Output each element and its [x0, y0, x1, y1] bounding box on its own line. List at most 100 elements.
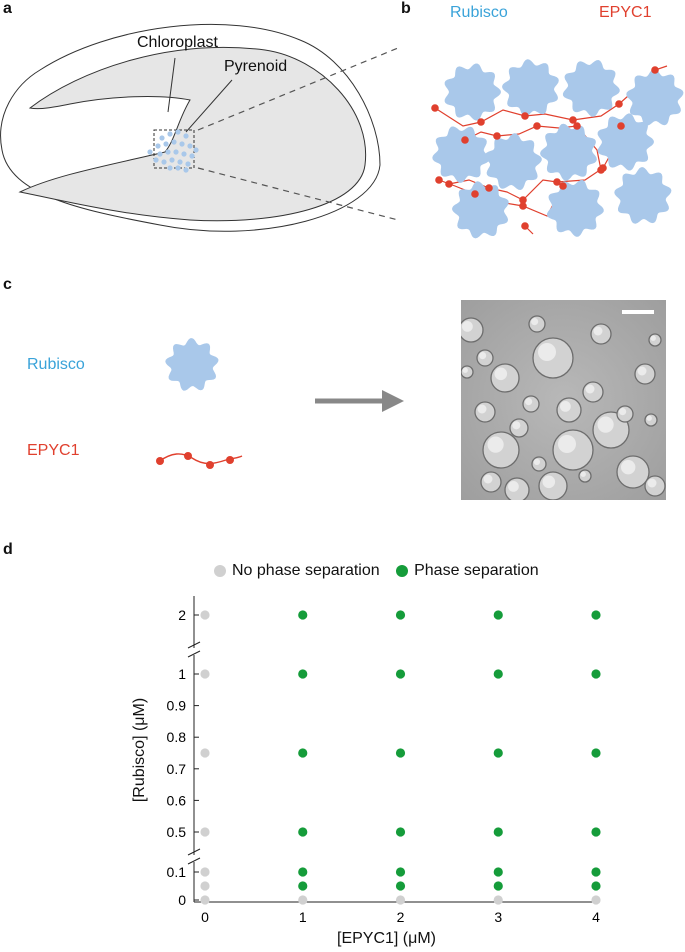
droplet-highlight [512, 421, 521, 430]
epyc1-bead [519, 196, 527, 204]
point-phase [493, 881, 503, 891]
droplet-highlight [462, 321, 473, 332]
droplet-highlight [542, 475, 556, 489]
y-tick-label: 2 [178, 607, 186, 623]
point-phase [591, 881, 601, 891]
point-no-phase [200, 867, 210, 877]
rubisco-label-c: Rubisco [27, 356, 85, 373]
y-tick-label: 0.9 [167, 698, 187, 714]
droplet-highlight [531, 318, 539, 326]
y-tick-label: 0.7 [167, 761, 187, 777]
zoom-line-bottom [197, 167, 399, 221]
point-phase [298, 881, 308, 891]
point-phase [298, 827, 308, 837]
droplet-highlight [585, 384, 595, 394]
point-phase [395, 610, 406, 620]
pyrenoid-dot [193, 147, 199, 153]
point-no-phase [200, 895, 210, 905]
epyc1-bead [615, 100, 623, 108]
droplet-highlight [558, 435, 576, 453]
rubisco-complexes [432, 59, 684, 239]
point-no-phase [200, 669, 210, 679]
epyc1-bead [533, 122, 541, 130]
pyrenoid-dot [183, 167, 189, 173]
droplet-highlight [637, 366, 647, 376]
epyc1-bead [485, 184, 493, 192]
pyrenoid-dot [175, 129, 181, 135]
legend: No phase separation Phase separation [214, 562, 539, 580]
rubisco-complex [444, 63, 501, 121]
droplet-highlight [462, 367, 468, 373]
point-phase [298, 867, 308, 877]
epyc1-bead [519, 202, 527, 210]
epyc1-bead [573, 122, 581, 130]
pyrenoid-dot [181, 151, 187, 157]
point-phase [298, 669, 308, 679]
droplet-highlight [494, 367, 508, 381]
droplet-highlight [647, 478, 657, 488]
point-phase [591, 669, 601, 679]
rubisco-epyc1-network [431, 59, 684, 239]
point-no-phase [298, 895, 308, 905]
droplet-highlight [487, 436, 504, 453]
rubisco-complex [540, 123, 597, 181]
point-no-phase [591, 895, 601, 905]
point-phase [493, 867, 503, 877]
epyc1-beads [431, 66, 659, 230]
pyrenoid-dot [187, 143, 193, 149]
pyrenoid-dot [163, 141, 169, 147]
pyrenoid-dot [185, 161, 191, 167]
epyc1-bead [559, 182, 567, 190]
pyrenoid-dot [161, 159, 167, 165]
epyc1-bead [461, 136, 469, 144]
rubisco-complex [432, 126, 490, 183]
epyc1-bead [431, 104, 439, 112]
pyrenoid-dot [167, 165, 173, 171]
axis-break-mark [187, 650, 201, 658]
point-phase [591, 610, 601, 620]
rubisco-label-b: Rubisco [450, 4, 508, 21]
rubisco-complex [614, 167, 672, 224]
panel-label-c: c [3, 276, 12, 293]
y-tick-label: 0.1 [167, 864, 187, 880]
droplet-highlight [477, 404, 487, 414]
point-phase [298, 748, 308, 758]
x-tick-label: 0 [201, 909, 209, 925]
rubisco-complex [484, 133, 542, 190]
epyc1-bead [553, 178, 561, 186]
x-tick-label: 4 [592, 909, 600, 925]
axis-break-mark [187, 641, 201, 649]
epyc1-bead [569, 116, 577, 124]
pyrenoid-dot [179, 141, 185, 147]
droplet-micrograph [461, 300, 666, 500]
reaction-arrow [315, 390, 404, 412]
y-tick-label: 0.8 [167, 729, 187, 745]
droplet-highlight [619, 408, 627, 416]
pyrenoid-dot [169, 157, 175, 163]
pyrenoid-dot [171, 139, 177, 145]
x-tick-label: 2 [397, 909, 405, 925]
cell-illustration [0, 23, 399, 232]
point-phase [493, 748, 503, 758]
pyrenoid-label: Pyrenoid [224, 58, 288, 75]
chloroplast-leader [167, 57, 176, 113]
epyc1-bead [617, 122, 625, 130]
y-tick-label: 0.6 [167, 792, 187, 808]
legend-no-phase-marker [214, 564, 226, 577]
pyrenoid-dot [159, 135, 165, 141]
rubisco-icon [165, 338, 219, 391]
droplet-highlight [479, 352, 487, 360]
x-tick-label: 1 [299, 909, 307, 925]
point-phase [591, 748, 601, 758]
pyrenoid-dot [175, 165, 181, 171]
pyrenoid-dot [177, 159, 183, 165]
epyc1-bead [435, 176, 443, 184]
legend-phase-label: Phase separation [414, 562, 539, 579]
pyrenoid-dot [167, 131, 173, 137]
x-axis-label: [EPYC1] (μM) [337, 930, 437, 947]
legend-phase-marker [396, 564, 409, 577]
epyc1-label-c: EPYC1 [27, 442, 80, 459]
y-axis-label: [Rubisco] (μM) [131, 697, 148, 803]
point-no-phase [493, 895, 503, 905]
point-phase [493, 669, 503, 679]
